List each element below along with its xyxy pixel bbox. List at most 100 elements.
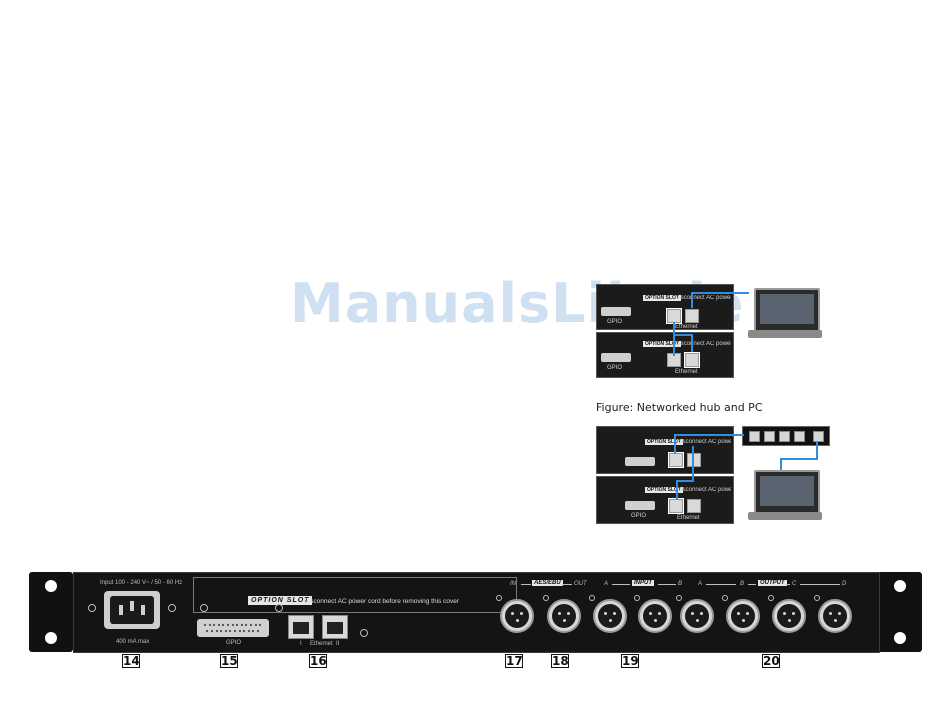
mini-ethernet-port-2 <box>685 309 699 323</box>
mini-notice-text: Disconnect AC power cord before removing… <box>677 439 731 445</box>
xlr-socket <box>823 604 847 628</box>
xlr-pin <box>608 619 612 622</box>
xlr-pin <box>695 619 699 622</box>
group-line <box>748 584 756 585</box>
cable-segment <box>674 434 744 436</box>
xlr-pin <box>833 619 837 622</box>
mini-ethernet-port-2 <box>684 352 700 368</box>
input-chip: INPUT <box>632 580 654 586</box>
hub-port <box>749 431 760 442</box>
mini-notice-text: Disconnect AC power cord before removing… <box>675 295 731 301</box>
cable-segment <box>673 334 693 336</box>
input-b-xlr <box>638 599 672 633</box>
gpio-pin <box>245 624 248 626</box>
gpio-pin <box>204 624 206 626</box>
cable-segment <box>816 442 818 460</box>
mini-gpio-connector <box>625 501 655 510</box>
rack-ear-left <box>29 572 73 652</box>
input-a-label: A <box>604 581 609 587</box>
callout-16: 16 <box>309 654 327 668</box>
gpio-pin <box>256 630 259 632</box>
mini-gpio-label: GPIO <box>631 513 647 519</box>
xlr-pin <box>604 612 607 615</box>
power-inlet-socket <box>110 596 154 624</box>
option-slot-notice: Disconnect AC power cord before removing… <box>304 598 459 605</box>
group-line <box>521 584 531 585</box>
callout-14: 14 <box>122 654 140 668</box>
xlr-pin <box>511 612 514 615</box>
mini-unit-bottom: OPTION SLOT Disconnect AC power cord bef… <box>596 332 734 378</box>
cable-segment <box>691 292 693 308</box>
rack-hole <box>894 580 906 592</box>
xlr-socket <box>505 604 529 628</box>
mini-ethernet-label: Ethernet <box>675 369 698 375</box>
screw <box>496 595 502 601</box>
screw <box>88 604 96 612</box>
xlr-socket <box>643 604 667 628</box>
cable-segment <box>780 458 782 470</box>
callout-19: 19 <box>621 654 639 668</box>
mini-gpio-label: GPIO <box>607 319 623 325</box>
gpio-pin <box>210 630 213 632</box>
cable-segment <box>691 292 749 294</box>
cable-segment <box>691 334 693 352</box>
xlr-pin <box>741 619 745 622</box>
cable-segment <box>692 466 694 482</box>
xlr-socket <box>598 604 622 628</box>
callout-15: 15 <box>220 654 238 668</box>
network-hub <box>742 426 830 446</box>
cable-segment <box>692 446 694 466</box>
rack-hole <box>45 632 57 644</box>
hub-port <box>794 431 805 442</box>
screw <box>722 595 728 601</box>
input-b-label: B <box>678 581 683 587</box>
group-line <box>800 584 840 585</box>
gpio-pin <box>259 624 262 626</box>
xlr-socket <box>685 604 709 628</box>
hub-port <box>813 431 824 442</box>
mini-notice-text: Disconnect AC power cord before removing… <box>677 487 731 493</box>
callout-18: 18 <box>551 654 569 668</box>
cable-segment <box>676 480 678 500</box>
ethernet-port-socket <box>327 622 343 634</box>
ethernet-port-1-label: I <box>300 641 302 647</box>
gpio-pin <box>206 630 209 632</box>
screw <box>814 595 820 601</box>
mini-unit-top: OPTION SLOT Disconnect AC power cord bef… <box>596 426 734 474</box>
cable-segment <box>674 434 676 454</box>
gpio-pin <box>222 624 225 626</box>
xlr-pin <box>829 612 832 615</box>
mini-ethernet-label: Ethernet <box>675 324 698 330</box>
mini-gpio-connector <box>601 307 631 316</box>
gpio-pin <box>227 624 229 626</box>
gpio-pin <box>247 630 250 632</box>
gpio-pin <box>240 624 243 626</box>
figure-networked-hub: OPTION SLOT Disconnect AC power cord bef… <box>596 426 836 524</box>
gpio-pin <box>250 624 252 626</box>
rack-hole <box>894 632 906 644</box>
aes-out-xlr <box>547 599 581 633</box>
hub-port <box>779 431 790 442</box>
gpio-pin <box>215 630 218 632</box>
laptop-base <box>748 512 822 520</box>
screw <box>168 604 176 612</box>
mini-gpio-connector <box>625 457 655 466</box>
gpio-pin <box>217 624 220 626</box>
xlr-pin <box>649 612 652 615</box>
cable-segment <box>673 322 675 356</box>
screw <box>360 629 368 637</box>
xlr-pin <box>558 612 561 615</box>
mini-option-slot-chip: OPTION SLOT <box>643 341 681 347</box>
laptop-screen <box>760 476 814 506</box>
ethernet-port-2-label: II <box>336 641 340 647</box>
mini-ethernet-label: Ethernet <box>677 515 700 521</box>
xlr-pin <box>746 612 749 615</box>
mini-unit-bottom: OPTION SLOT Disconnect AC power cord bef… <box>596 476 734 524</box>
group-line <box>562 584 572 585</box>
mini-ethernet-port-2 <box>687 499 701 513</box>
aes-ebu-chip: AES/EBU <box>532 580 563 586</box>
aes-in-label: IN <box>510 581 516 587</box>
mini-unit-top: OPTION SLOT Disconnect AC power cord bef… <box>596 284 734 330</box>
mini-notice-text: Disconnect AC power cord before removing… <box>675 341 731 347</box>
gpio-connector <box>197 619 269 637</box>
